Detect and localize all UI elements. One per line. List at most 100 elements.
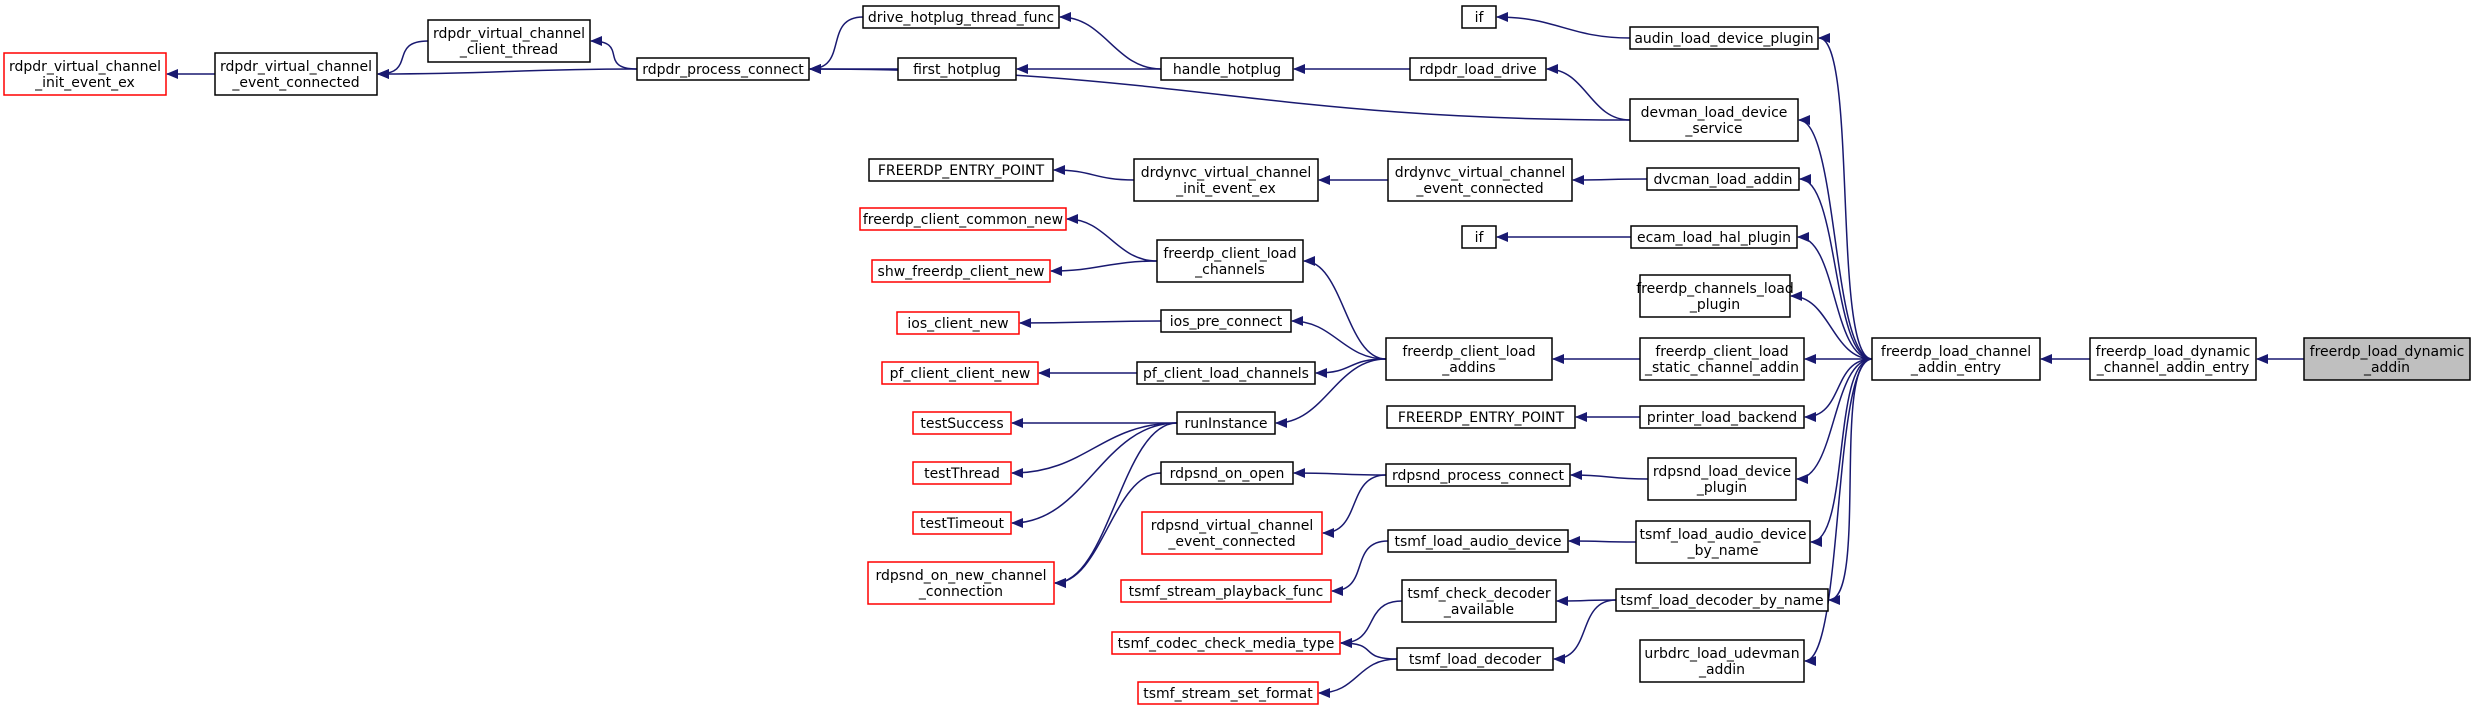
- node-box: [1141, 511, 1323, 555]
- node-label: _by_name: [1687, 543, 1759, 559]
- node-label: _static_channel_addin: [1644, 360, 1799, 376]
- edge-flcae-to-dlds: [1798, 115, 1873, 360]
- edge-fclc-to-fccn: [1066, 214, 1158, 262]
- node-label: tsmf_load_decoder: [1409, 652, 1542, 668]
- edge-tldbn-to-tcda: [1556, 595, 1617, 606]
- node-label: freerdp_load_dynamic: [2096, 344, 2251, 360]
- edge-dhtf-to-rpc: [809, 16, 864, 74]
- node-label: pf_client_load_channels: [1143, 366, 1309, 382]
- node-tt[interactable]: testThread: [912, 461, 1012, 485]
- node-icn[interactable]: ios_client_new: [896, 311, 1020, 335]
- node-rvciee[interactable]: rdpdr_virtual_channel_init_event_ex: [3, 52, 167, 96]
- node-rvcec[interactable]: rdpdr_virtual_channel_event_connected: [214, 52, 378, 96]
- node-dvciee[interactable]: drdynvc_virtual_channel_init_event_ex: [1133, 158, 1319, 202]
- node-fep2[interactable]: FREERDP_ENTRY_POINT: [1386, 405, 1576, 429]
- node-fh[interactable]: first_hotplug: [897, 57, 1017, 81]
- node-tlad[interactable]: tsmf_load_audio_device: [1387, 529, 1569, 553]
- node-label: _channel_addin_entry: [2096, 360, 2250, 376]
- node-tldbn[interactable]: tsmf_load_decoder_by_name: [1615, 588, 1829, 612]
- node-label: FREERDP_ENTRY_POINT: [878, 163, 1045, 179]
- edge-adp-to-if1: [1496, 12, 1631, 39]
- node-dlds[interactable]: devman_load_device_service: [1629, 98, 1799, 142]
- node-fccn[interactable]: freerdp_client_common_new: [859, 207, 1067, 231]
- node-box: [1615, 588, 1829, 612]
- node-label: _init_event_ex: [1175, 181, 1276, 197]
- node-roo[interactable]: rdpsnd_on_open: [1160, 461, 1294, 485]
- edge-dlds-to-rld: [1546, 64, 1631, 121]
- node-tld[interactable]: tsmf_load_decoder: [1396, 647, 1554, 671]
- node-rld[interactable]: rdpdr_load_drive: [1409, 57, 1547, 81]
- node-box: [1136, 361, 1316, 385]
- node-fclc[interactable]: freerdp_client_load_channels: [1156, 239, 1304, 283]
- node-box: [1639, 405, 1805, 429]
- node-fclp[interactable]: freerdp_channels_load_plugin: [1636, 274, 1794, 318]
- edge-flcae-to-tladbn: [1810, 358, 1873, 547]
- node-box: [896, 311, 1020, 335]
- node-dhtf[interactable]: drive_hotplug_thread_func: [862, 5, 1060, 29]
- node-if1[interactable]: if: [1461, 5, 1497, 29]
- node-root[interactable]: freerdp_load_dynamic_addin: [2303, 337, 2471, 381]
- call-edges: [166, 12, 2304, 698]
- node-tspf[interactable]: tsmf_stream_playback_func: [1120, 579, 1332, 603]
- node-label: tsmf_codec_check_media_type: [1118, 636, 1335, 652]
- node-label: tsmf_stream_playback_func: [1129, 584, 1324, 600]
- node-label: ios_pre_connect: [1170, 314, 1283, 330]
- node-ronnc[interactable]: rdpsnd_on_new_channel_connection: [867, 561, 1055, 605]
- edge-flcae-to-dla: [1799, 174, 1873, 360]
- node-box: [859, 207, 1067, 231]
- node-box: [2089, 337, 2257, 381]
- node-fcla[interactable]: freerdp_client_load_addins: [1385, 337, 1553, 381]
- node-tladbn[interactable]: tsmf_load_audio_device_by_name: [1635, 520, 1811, 564]
- node-label: rdpdr_load_drive: [1419, 62, 1536, 78]
- node-adp[interactable]: audin_load_device_plugin: [1629, 26, 1819, 50]
- node-box: [868, 158, 1054, 182]
- node-box: [862, 5, 1060, 29]
- node-elhp[interactable]: ecam_load_hal_plugin: [1630, 225, 1798, 249]
- node-label: rdpdr_process_connect: [642, 62, 804, 78]
- node-if2[interactable]: if: [1461, 225, 1497, 249]
- edge-rvcct-to-rvcec: [377, 40, 429, 79]
- node-label: rdpsnd_on_open: [1170, 466, 1285, 482]
- node-label: first_hotplug: [913, 62, 1001, 78]
- edge-rspc-to-rvcec2: [1322, 474, 1387, 538]
- node-flcae[interactable]: freerdp_load_channel_addin_entry: [1871, 337, 2041, 381]
- edge-tldbn-to-tld: [1553, 599, 1617, 664]
- node-box: [881, 361, 1039, 385]
- node-sfcn[interactable]: shw_freerdp_client_new: [871, 259, 1051, 283]
- node-label: testTimeout: [920, 516, 1005, 532]
- node-tccmt[interactable]: tsmf_codec_check_media_type: [1111, 631, 1341, 655]
- node-fclsca[interactable]: freerdp_client_load_static_channel_addin: [1639, 337, 1805, 381]
- node-box: [867, 561, 1055, 605]
- node-rspc[interactable]: rdpsnd_process_connect: [1385, 463, 1571, 487]
- node-label: freerdp_client_common_new: [863, 212, 1063, 228]
- node-tssf[interactable]: tsmf_stream_set_format: [1137, 681, 1319, 705]
- node-plb[interactable]: printer_load_backend: [1639, 405, 1805, 429]
- node-tcda[interactable]: tsmf_check_decoder_available: [1401, 579, 1557, 623]
- edge-fclc-to-sfcn: [1050, 260, 1158, 276]
- node-rvcec2[interactable]: rdpsnd_virtual_channel_event_connected: [1141, 511, 1323, 555]
- node-ipc[interactable]: ios_pre_connect: [1160, 309, 1292, 333]
- node-label: drive_hotplug_thread_func: [868, 10, 1054, 26]
- node-box: [1156, 239, 1304, 283]
- node-label: runInstance: [1184, 416, 1267, 432]
- node-tto[interactable]: testTimeout: [912, 511, 1012, 535]
- node-fldcae[interactable]: freerdp_load_dynamic_channel_addin_entry: [2089, 337, 2257, 381]
- node-box: [1461, 225, 1497, 249]
- node-ulua[interactable]: urbdrc_load_udevman_addin: [1639, 639, 1805, 683]
- node-ri[interactable]: runInstance: [1176, 411, 1276, 435]
- node-fep1[interactable]: FREERDP_ENTRY_POINT: [868, 158, 1054, 182]
- node-label: urbdrc_load_udevman: [1644, 646, 1799, 662]
- edge-ri-to-tto: [1011, 422, 1178, 528]
- node-label: testSuccess: [920, 416, 1003, 432]
- node-rpc[interactable]: rdpdr_process_connect: [636, 57, 810, 81]
- node-rvcct[interactable]: rdpdr_virtual_channel_client_thread: [427, 19, 591, 63]
- node-dla[interactable]: dvcman_load_addin: [1646, 167, 1800, 191]
- node-rldp[interactable]: rdpsnd_load_device_plugin: [1647, 457, 1797, 501]
- node-hh[interactable]: handle_hotplug: [1160, 57, 1294, 81]
- node-dvcec[interactable]: drdynvc_virtual_channel_event_connected: [1387, 158, 1573, 202]
- node-ts[interactable]: testSuccess: [912, 411, 1012, 435]
- node-label: _channels: [1194, 262, 1265, 278]
- node-pccn[interactable]: pf_client_client_new: [881, 361, 1039, 385]
- node-box: [1133, 158, 1319, 202]
- node-pclc[interactable]: pf_client_load_channels: [1136, 361, 1316, 385]
